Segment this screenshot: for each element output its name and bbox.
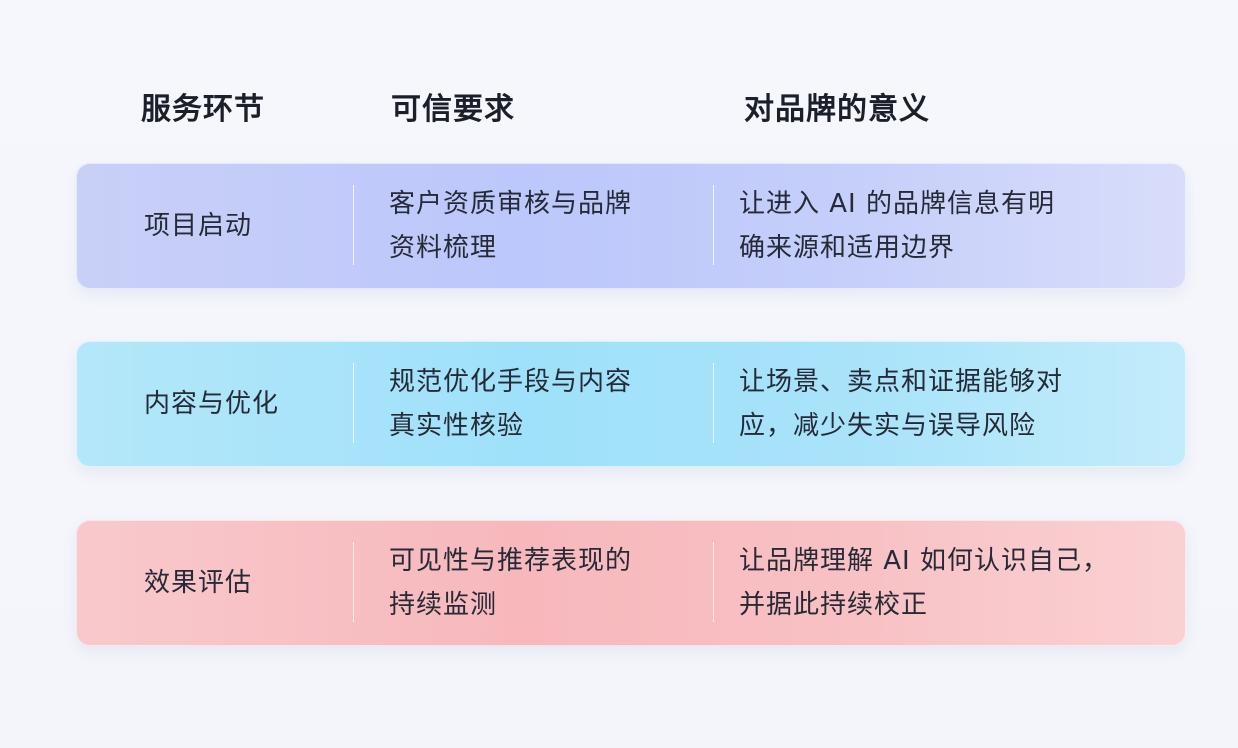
row-meaning-line: 确来源和适用边界 <box>739 233 956 263</box>
header-trust-requirement: 可信要求 <box>391 92 515 127</box>
column-divider <box>713 542 714 622</box>
table-row: 效果评估 可见性与推荐表现的 持续监测 让品牌理解 AI 如何认识自己， 并据此… <box>76 520 1186 646</box>
row-meaning-line: 让进入 AI 的品牌信息有明 <box>739 189 1055 219</box>
row-meaning-line: 让场景、卖点和证据能够对 <box>739 367 1064 397</box>
row-requirement-line: 可见性与推荐表现的 <box>389 546 633 576</box>
table-row: 项目启动 客户资质审核与品牌 资料梳理 让进入 AI 的品牌信息有明 确来源和适… <box>76 163 1186 289</box>
row-stage: 项目启动 <box>144 211 253 241</box>
row-requirement: 可见性与推荐表现的 持续监测 <box>389 539 632 627</box>
row-stage: 效果评估 <box>144 568 253 598</box>
row-meaning-line: 应，减少失实与误导风险 <box>739 411 1037 441</box>
row-requirement-line: 持续监测 <box>389 590 498 620</box>
row-requirement-line: 规范优化手段与内容 <box>389 367 633 397</box>
column-divider <box>713 363 714 443</box>
header-service-stage: 服务环节 <box>141 92 265 127</box>
column-divider <box>353 185 354 265</box>
row-meaning-line: 让品牌理解 AI 如何认识自己， <box>739 546 1109 576</box>
row-requirement: 客户资质审核与品牌 资料梳理 <box>389 182 632 270</box>
header-brand-meaning: 对品牌的意义 <box>744 92 930 127</box>
row-meaning-line: 并据此持续校正 <box>739 590 929 620</box>
row-stage: 内容与优化 <box>144 389 280 419</box>
row-meaning: 让品牌理解 AI 如何认识自己， 并据此持续校正 <box>739 539 1109 627</box>
column-divider <box>353 363 354 443</box>
row-requirement-line: 真实性核验 <box>389 411 525 441</box>
table-row: 内容与优化 规范优化手段与内容 真实性核验 让场景、卖点和证据能够对 应，减少失… <box>76 341 1186 467</box>
column-divider <box>713 185 714 265</box>
row-requirement-line: 资料梳理 <box>389 233 498 263</box>
table-header: 服务环节 可信要求 对品牌的意义 <box>0 88 1238 138</box>
column-divider <box>353 542 354 622</box>
row-meaning: 让场景、卖点和证据能够对 应，减少失实与误导风险 <box>739 360 1063 448</box>
row-meaning: 让进入 AI 的品牌信息有明 确来源和适用边界 <box>739 182 1055 270</box>
row-requirement: 规范优化手段与内容 真实性核验 <box>389 360 632 448</box>
row-requirement-line: 客户资质审核与品牌 <box>389 189 633 219</box>
